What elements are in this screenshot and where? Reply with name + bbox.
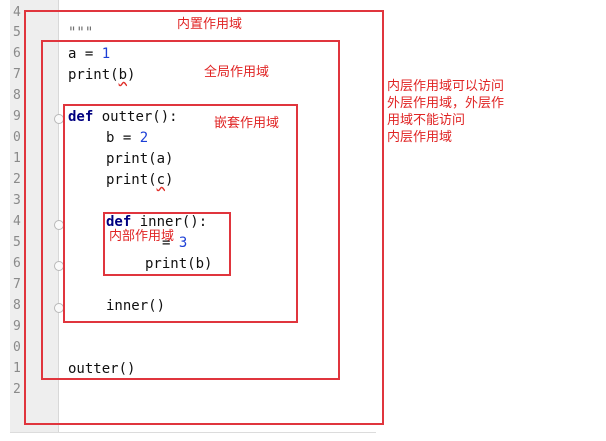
- code-token: a =: [68, 46, 102, 62]
- code-line-assign-c: = 3: [162, 233, 187, 253]
- enclosing-scope-box: [63, 104, 298, 323]
- line-number: 7: [13, 67, 21, 82]
- code-token: outter():: [93, 109, 178, 125]
- builtin-scope-box: [24, 10, 384, 425]
- code-line-assign-a: a = 1: [68, 44, 110, 64]
- enclosing-scope-label: 嵌套作用域: [214, 116, 280, 131]
- local-scope-box: [103, 212, 231, 276]
- number-literal: 2: [139, 130, 149, 146]
- number-literal: 1: [101, 46, 111, 62]
- number-literal: 3: [178, 235, 188, 251]
- line-number: 9: [13, 109, 21, 124]
- code-token: ): [127, 67, 136, 83]
- code-editor[interactable]: 4 5 6 7 8 9 0 1 2 3 4 5 6 7 8 9 0 1 2: [10, 0, 376, 433]
- line-number: 7: [13, 277, 21, 292]
- line-number: 8: [13, 88, 21, 103]
- scope-note-line: 用域不能访问: [387, 113, 466, 128]
- scope-note-line: 外层作用域，外层作: [387, 96, 505, 111]
- line-number: 6: [13, 256, 21, 271]
- code-line-print-b: print(b): [68, 65, 135, 85]
- code-line-assign-b: b = 2: [106, 128, 148, 148]
- code-token: print(: [68, 67, 119, 83]
- squiggle-token: b: [118, 67, 128, 83]
- code-token: =: [162, 235, 179, 251]
- line-number: 1: [13, 361, 21, 376]
- line-number: 1: [13, 151, 21, 166]
- scope-note: 内层作用域可以访问 外层作用域，外层作 用域不能访问 内层作用域: [387, 78, 527, 146]
- line-number: 0: [13, 340, 21, 355]
- line-number: 5: [13, 235, 21, 250]
- line-number: 3: [13, 193, 21, 208]
- line-number: 5: [13, 25, 21, 40]
- docstring-quotes: """: [68, 25, 94, 41]
- local-scope-label: 内部作用域: [109, 229, 175, 244]
- code-line-def-inner: def inner():: [106, 212, 207, 232]
- code-line-inner-print-b: print(b): [145, 254, 212, 274]
- code-token: print(b): [145, 256, 213, 272]
- line-number-gutter: 4 5 6 7 8 9 0 1 2 3 4 5 6 7 8 9 0 1 2: [10, 0, 59, 432]
- scope-note-line: 内层作用域: [387, 130, 453, 145]
- line-number: 2: [13, 382, 21, 397]
- builtin-scope-label: 内置作用域: [177, 17, 243, 32]
- code-token: ): [165, 172, 174, 188]
- code-line-outter-call: outter(): [68, 359, 135, 379]
- global-scope-box: [41, 40, 340, 380]
- line-number: 0: [13, 130, 21, 145]
- line-number: 4: [13, 5, 21, 20]
- global-scope-label: 全局作用域: [204, 65, 270, 80]
- code-token: b =: [106, 130, 140, 146]
- code-token: print(: [106, 172, 157, 188]
- scope-note-line: 内层作用域可以访问: [387, 79, 505, 94]
- code-token: inner():: [131, 214, 208, 230]
- code-line-print-a: print(a): [106, 149, 173, 169]
- line-number: 4: [13, 214, 21, 229]
- keyword-def: def: [106, 214, 132, 230]
- line-number: 8: [13, 298, 21, 313]
- keyword-def: def: [68, 109, 94, 125]
- line-number: 9: [13, 319, 21, 334]
- line-number: 2: [13, 172, 21, 187]
- code-line-def-outter: def outter():: [68, 107, 178, 127]
- squiggle-token: c: [156, 172, 166, 188]
- code-line-inner-call: inner(): [106, 296, 165, 316]
- code-token: outter(): [68, 361, 136, 377]
- code-line-print-c: print(c): [106, 170, 173, 190]
- code-token: inner(): [106, 298, 166, 314]
- line-number: 6: [13, 46, 21, 61]
- code-line-docstring: """: [68, 23, 93, 43]
- code-token: print(a): [106, 151, 174, 167]
